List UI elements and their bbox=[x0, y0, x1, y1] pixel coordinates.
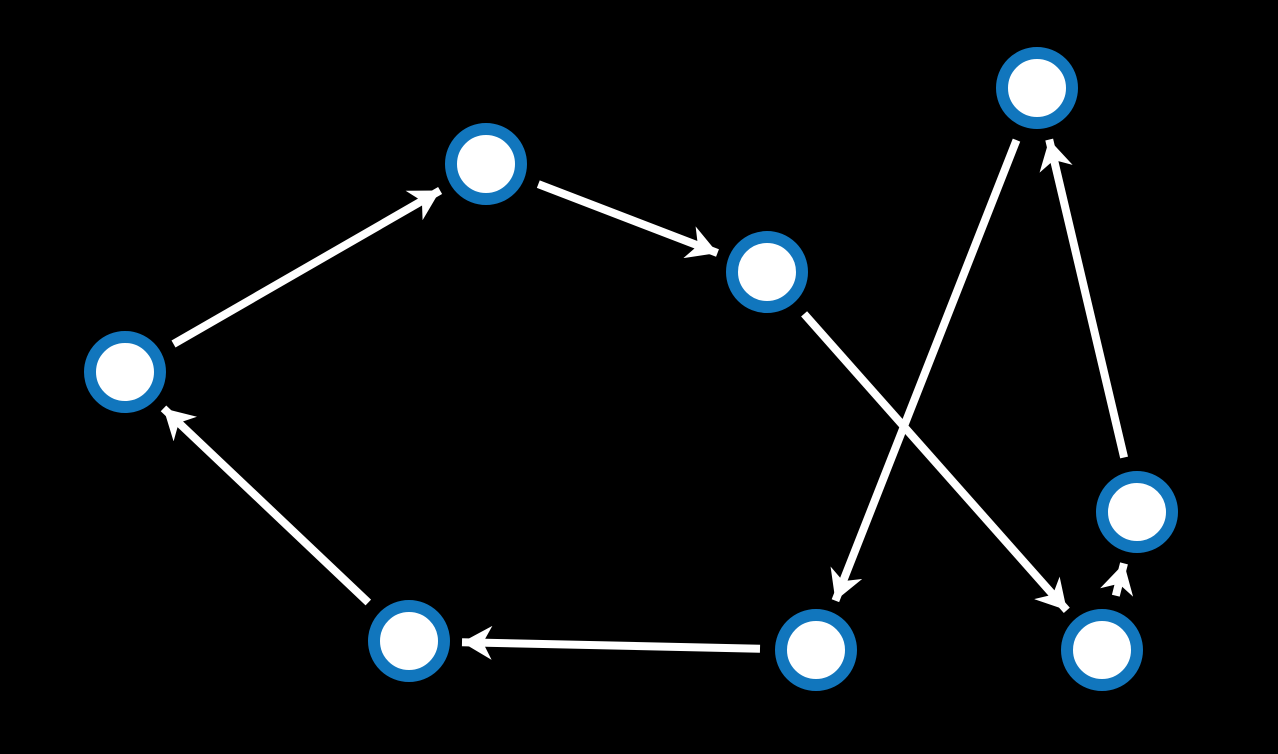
edge-layer bbox=[160, 138, 1134, 660]
graph-edge-node-bottom-right-to-node-right bbox=[1100, 562, 1134, 597]
graph-node-bottom-middle bbox=[775, 609, 857, 691]
graph-edge-node-bottom-left-to-node-left bbox=[160, 405, 372, 606]
graph-node-middle bbox=[726, 231, 808, 313]
graph-edge-node-bottom-middle-to-node-bottom-left bbox=[461, 625, 761, 660]
graph-node-top-middle bbox=[445, 123, 527, 205]
graph-node-right bbox=[1096, 471, 1178, 553]
graph-edge-node-middle-to-node-bottom-right bbox=[801, 311, 1070, 613]
graph-node-bottom-left bbox=[368, 600, 450, 682]
node-layer bbox=[84, 47, 1178, 691]
graph-edge-node-right-to-node-top-right bbox=[1039, 138, 1128, 459]
graph-node-left bbox=[84, 331, 166, 413]
graph-edge-node-top-right-to-node-bottom-middle bbox=[830, 138, 1021, 603]
graph-edge-node-top-middle-to-node-middle bbox=[536, 180, 719, 259]
graph-node-top-right bbox=[996, 47, 1078, 129]
graph-node-bottom-right bbox=[1061, 609, 1143, 691]
graph-edge-node-left-to-node-top-middle bbox=[171, 187, 443, 348]
